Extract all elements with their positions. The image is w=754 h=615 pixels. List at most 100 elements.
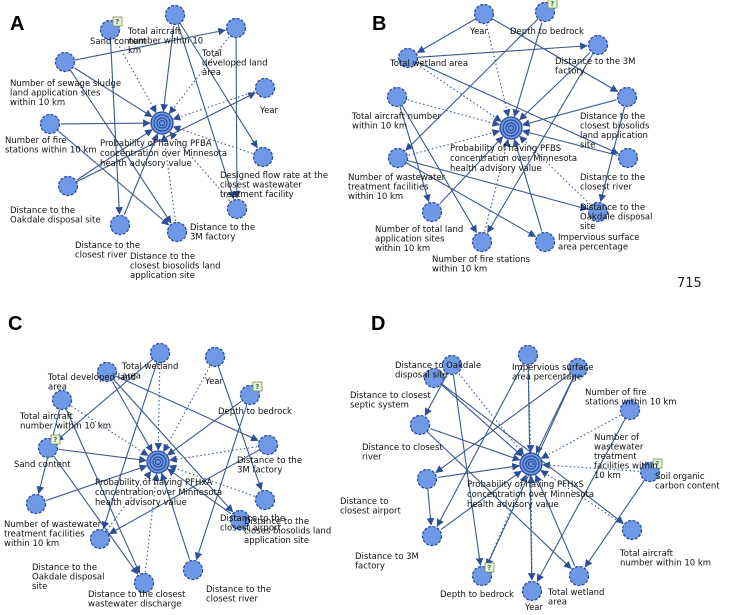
panel-b-node bbox=[617, 147, 639, 169]
panel-a-edge-to-target bbox=[172, 91, 255, 121]
panel-c-edge-to-target bbox=[168, 464, 255, 497]
panel-d-node bbox=[423, 367, 445, 389]
panel-b-edge bbox=[407, 160, 589, 212]
panel-b-node: ? bbox=[534, 0, 558, 23]
svg-text:?: ? bbox=[115, 18, 119, 26]
panel-a-edge bbox=[70, 70, 172, 224]
panel-a-node bbox=[164, 4, 186, 26]
unknown-marker-icon bbox=[652, 458, 663, 469]
panel-b-node-label: Year bbox=[469, 27, 489, 37]
panel-c-edge bbox=[55, 359, 153, 442]
panel-a-letter: A bbox=[10, 13, 24, 35]
panel-c-edge-to-target bbox=[154, 363, 163, 451]
panel-d-node bbox=[521, 580, 543, 602]
panel-d-node: ? bbox=[471, 562, 495, 587]
panel-c-edge-to-target bbox=[58, 448, 147, 464]
unknown-marker-icon bbox=[484, 562, 495, 573]
panel-a-target-node bbox=[150, 111, 174, 135]
panel-b-node bbox=[587, 201, 609, 223]
panel-a-node bbox=[254, 77, 276, 99]
panel-c-node bbox=[89, 528, 111, 550]
panel-c-node bbox=[51, 389, 73, 411]
panel-d-edge-to-target bbox=[485, 474, 527, 567]
svg-text:?: ? bbox=[655, 460, 659, 468]
panel-d-edge bbox=[435, 373, 571, 473]
panel-a-node bbox=[39, 113, 61, 135]
panel-b-node-label: Total wetland area bbox=[389, 59, 468, 69]
stray-text: 715 bbox=[677, 276, 702, 291]
panel-d-node bbox=[567, 357, 589, 379]
panel-a-edge-to-target bbox=[76, 129, 153, 181]
panel-c-node bbox=[133, 572, 155, 594]
panel-d-node bbox=[517, 344, 539, 366]
panel-c-edge-to-target bbox=[111, 381, 153, 453]
panel-a-node bbox=[54, 51, 76, 73]
panel-b-edge-to-target bbox=[512, 138, 543, 232]
panel-a-edge-to-target bbox=[160, 25, 175, 112]
panel-b-edge bbox=[416, 61, 619, 155]
panel-c-edge-to-target bbox=[167, 468, 232, 515]
panel-c-edge bbox=[115, 375, 259, 442]
panel-c-edge-to-target bbox=[167, 401, 242, 456]
panel-c-edge bbox=[194, 404, 248, 561]
panel-b-node bbox=[587, 34, 609, 56]
panel-c-edge-to-target bbox=[70, 405, 149, 456]
svg-text:?: ? bbox=[255, 383, 259, 391]
panel-b-node bbox=[616, 86, 638, 108]
panel-d-letter: D bbox=[371, 313, 385, 335]
panel-c-node-label: Depth to bedrock bbox=[218, 407, 292, 417]
panel-c-edge bbox=[65, 408, 141, 574]
panel-a-edge-to-target bbox=[160, 134, 177, 222]
panel-c-edge-to-target bbox=[106, 470, 152, 531]
panel-d-edge-to-target bbox=[437, 462, 520, 478]
panel-d-node: ? bbox=[639, 458, 663, 483]
panel-b-edge bbox=[406, 162, 537, 238]
panel-c-node bbox=[25, 493, 47, 515]
panel-d-edge-to-target bbox=[440, 470, 522, 530]
panel-a-node bbox=[252, 146, 274, 168]
panel-b-edge bbox=[399, 106, 431, 203]
panel-c-edge bbox=[217, 366, 263, 491]
panel-b-edge-to-target bbox=[521, 128, 618, 156]
panel-a-edge bbox=[233, 37, 241, 199]
panel-a-node: ? bbox=[99, 16, 123, 41]
panel-d-node-label: Depth to bedrock bbox=[440, 590, 514, 600]
panel-d-edge-to-target bbox=[458, 373, 524, 456]
panel-b-letter: B bbox=[372, 13, 386, 35]
panel-b-edge-to-target bbox=[521, 99, 617, 127]
panel-b-node bbox=[534, 231, 556, 253]
panel-a-node bbox=[226, 198, 248, 220]
panel-d-node bbox=[619, 399, 641, 421]
panel-d-edge-to-target bbox=[535, 377, 574, 454]
panel-b-edge-to-target bbox=[416, 63, 502, 122]
panel-b-edge-to-target bbox=[519, 52, 591, 121]
panel-c-edge-to-target bbox=[160, 472, 191, 560]
panel-c-edge-to-target bbox=[144, 473, 160, 573]
panel-a-edge bbox=[179, 23, 258, 149]
panel-d-edge-to-target bbox=[534, 474, 576, 567]
panel-b-edge bbox=[417, 42, 588, 58]
panel-c-node bbox=[149, 342, 171, 364]
unknown-marker-icon bbox=[112, 16, 123, 27]
